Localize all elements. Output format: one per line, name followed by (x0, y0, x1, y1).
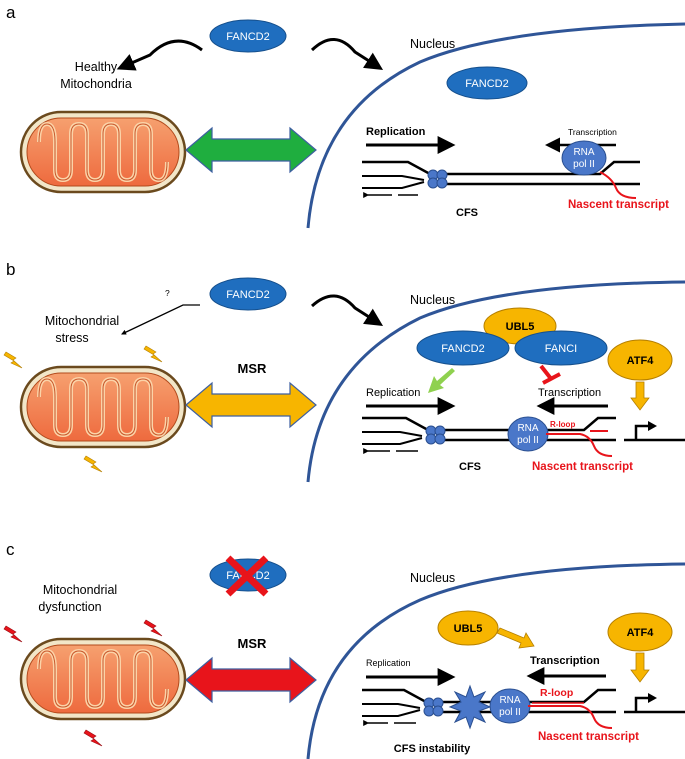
replication-label: Replication (366, 126, 426, 138)
arrow-to-nucleus (310, 38, 384, 70)
dysfunction-bolt-icon (83, 729, 103, 747)
mito-label-mitochondria: Mitochondria (60, 77, 132, 91)
dysfunction-bolt-icon (3, 625, 23, 643)
nascent-transcript-strand (599, 171, 637, 199)
nucleus-envelope (306, 280, 685, 483)
atf4-down-arrow (630, 652, 650, 683)
stress-bolt-icon (83, 455, 103, 473)
mito-label-mitochondrial: Mitochondrial (45, 314, 119, 328)
atf4-promoter (624, 421, 685, 442)
mito-label-dysfunction: dysfunction (38, 600, 101, 614)
panel-letter-c: c (6, 540, 15, 559)
rna-label: RNA (499, 695, 520, 706)
cfs-instability-label: CFS instability (394, 743, 471, 755)
fancd2-top-label: FANCD2 (226, 289, 269, 301)
panel-letter-a: a (6, 3, 16, 22)
msr-label: MSR (238, 636, 268, 651)
atf4-promoter (624, 693, 685, 714)
collision-star-icon (448, 684, 492, 730)
atf4-label: ATF4 (627, 355, 655, 367)
mito-label-mitochondrial: Mitochondrial (43, 583, 117, 597)
fanci-ellipse (514, 330, 608, 366)
atf4-ellipse (607, 339, 673, 381)
nascent-transcript-strand (528, 705, 613, 729)
cfs-label: CFS (456, 207, 478, 219)
replication-label: Replication (366, 658, 411, 668)
panel-c: c FANCD2 Mitochondrial dysfunction MSR N… (3, 540, 685, 759)
ubl5-ellipse (437, 610, 499, 646)
pol-ii-label: pol II (517, 435, 539, 446)
inhibition-red-bar (542, 372, 561, 385)
nascent-transcript-label: Nascent transcript (568, 199, 669, 211)
transcription-label: Transcription (568, 127, 617, 137)
rloop-label: R-loop (540, 687, 573, 699)
fancd2-top-label: FANCD2 (226, 31, 269, 43)
deleted-cross-icon (225, 555, 269, 597)
dna-strands (362, 160, 640, 198)
red-double-arrow (185, 656, 317, 704)
nascent-transcript-label: Nascent transcript (538, 731, 639, 743)
panel-b: b FANCD2 ? Mitochondrial stress MSR Nucl… (3, 260, 685, 483)
fancd2-label: FANCD2 (441, 343, 484, 355)
mitochondrion-healthy (19, 110, 187, 194)
stress-bolt-icon (143, 345, 163, 363)
mito-label-stress: stress (55, 331, 88, 345)
stress-bolt-icon (3, 351, 23, 369)
rna-pol-ii (561, 140, 607, 176)
rloop-label: R-loop (550, 420, 575, 429)
fancd2-top-ellipse (209, 19, 287, 53)
question-mark: ? (165, 288, 170, 298)
mito-label-healthy: Healthy (75, 60, 118, 74)
msr-label: MSR (238, 361, 268, 376)
mitochondrion-stressed (19, 365, 187, 449)
transcription-label: Transcription (530, 655, 600, 667)
nucleus-envelope (306, 22, 685, 229)
atf4-down-arrow (630, 381, 650, 411)
ubl5-arrow (496, 627, 535, 649)
nascent-transcript-strand (546, 433, 613, 457)
arrow-to-mitochondria-uncertain (121, 304, 200, 335)
ubl5-label: UBL5 (506, 321, 535, 333)
rna-label: RNA (517, 423, 538, 434)
cfs-label: CFS (459, 461, 481, 473)
yellow-double-arrow (185, 381, 317, 429)
replisome (427, 169, 448, 189)
panel-a: a FANCD2 Healthy Mitochondria Nucleus FA… (6, 3, 685, 229)
nucleus-envelope (306, 562, 685, 759)
pol-ii-label: pol II (573, 159, 595, 170)
transcription-label: Transcription (538, 387, 601, 399)
dna-strands (362, 416, 616, 454)
pol-ii-label: pol II (499, 707, 521, 718)
arrow-to-nucleus (310, 294, 384, 326)
atf4-label: ATF4 (627, 627, 655, 639)
arrow-to-mitochondria (116, 39, 203, 71)
nucleus-label: Nucleus (410, 571, 455, 585)
ubl5-label: UBL5 (454, 623, 483, 635)
fancd2-nucleus-label: FANCD2 (465, 78, 508, 90)
fancd2-ellipse (416, 330, 510, 366)
nucleus-label: Nucleus (410, 37, 455, 51)
replisome (425, 425, 446, 445)
panel-letter-b: b (6, 260, 15, 279)
rna-label: RNA (573, 147, 594, 158)
replication-label: Replication (366, 387, 420, 399)
fanci-label: FANCI (545, 343, 577, 355)
dysfunction-bolt-icon (143, 619, 163, 637)
nascent-transcript-label: Nascent transcript (532, 461, 633, 473)
replisome (423, 697, 444, 717)
atf4-ellipse (607, 612, 673, 652)
mitochondrion-dysfunctional (19, 637, 187, 721)
activation-green-arrow (428, 368, 455, 393)
nucleus-label: Nucleus (410, 293, 455, 307)
green-double-arrow (185, 126, 317, 174)
fancd2-nucleus-ellipse (446, 66, 528, 100)
fancd2-top-ellipse (209, 277, 287, 311)
